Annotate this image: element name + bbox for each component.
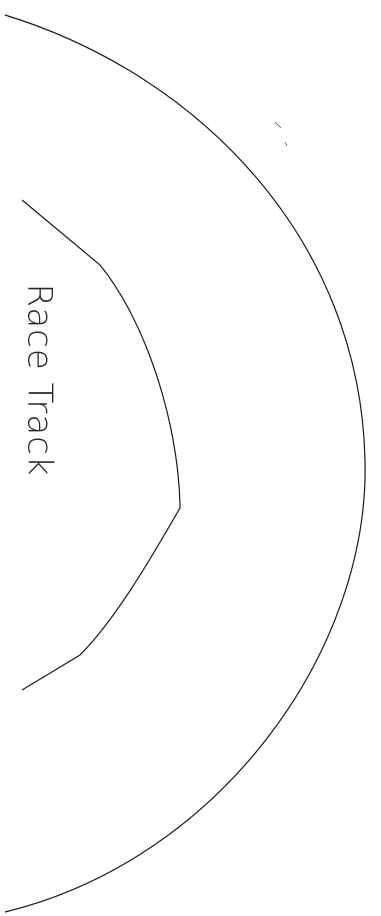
outer-track-boundary: [4, 14, 366, 913]
stray-mark: [274, 121, 288, 147]
inner-track-boundary: [21, 199, 181, 691]
